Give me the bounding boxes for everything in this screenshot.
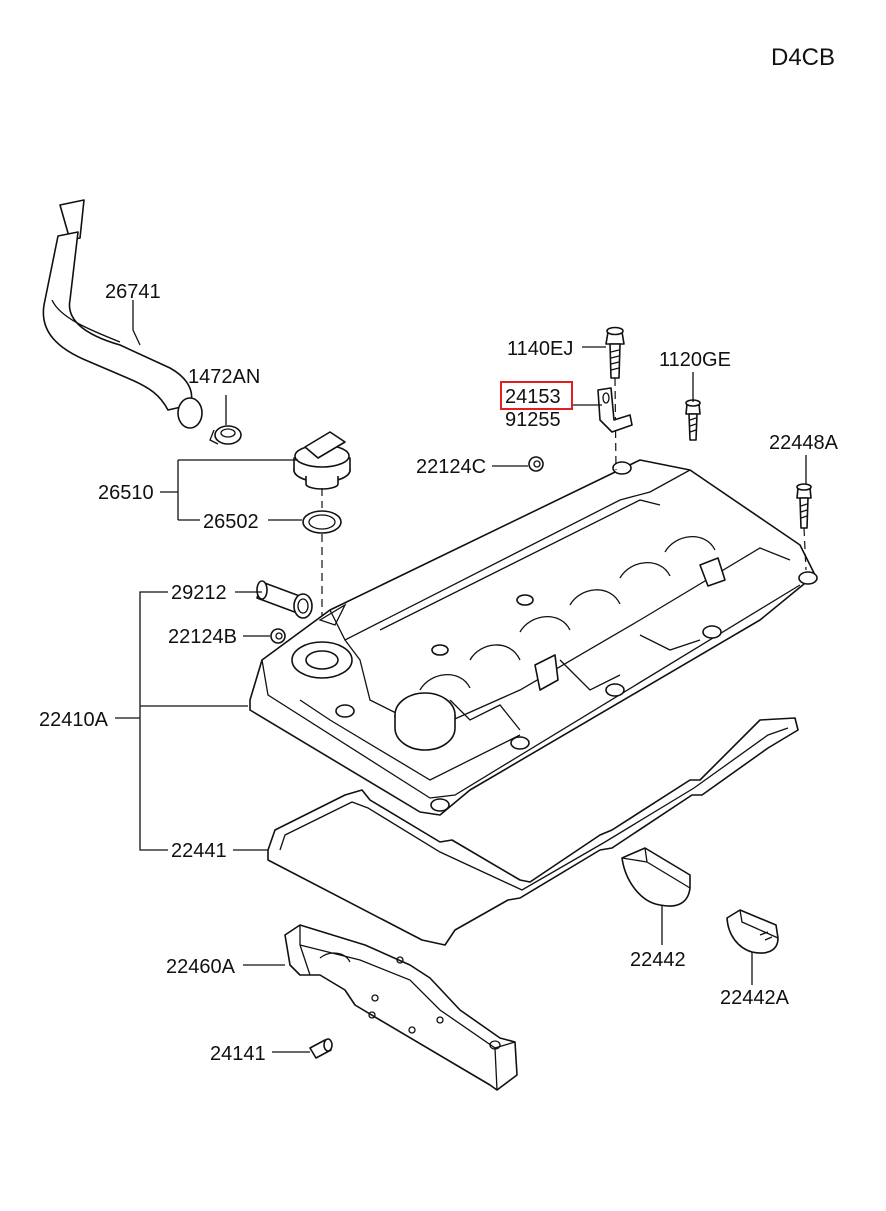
leader-26510: [160, 459, 298, 521]
cover-gasket: [267, 717, 799, 946]
grommet-b: [270, 628, 286, 644]
bolt-1140ej: [605, 326, 625, 379]
part-label-22460a[interactable]: 22460A: [166, 956, 236, 978]
engine-code: D4CB: [771, 44, 835, 71]
pcv-pipe: [256, 580, 313, 619]
part-label-1140ej[interactable]: 1140EJ: [507, 338, 573, 360]
part-label-22448a[interactable]: 22448A: [769, 432, 839, 454]
highlight-box: [500, 381, 573, 410]
grommet-c: [528, 456, 544, 472]
part-label-22441[interactable]: 22441: [171, 840, 227, 862]
part-label-24153[interactable]: 24153: [505, 386, 561, 408]
mounting-bracket: [597, 387, 633, 433]
bolt-22448a: [796, 483, 812, 529]
half-moon-plug-a: [726, 909, 779, 954]
o-ring: [302, 510, 342, 534]
leader-22410a: [115, 591, 248, 851]
oil-filler-cap: [293, 431, 351, 490]
part-label-29212[interactable]: 29212: [171, 582, 227, 604]
part-label-22442[interactable]: 22442: [630, 949, 686, 971]
part-label-22442a[interactable]: 22442A: [720, 987, 790, 1009]
part-label-26741[interactable]: 26741: [105, 281, 161, 303]
part-label-1472an[interactable]: 1472AN: [188, 366, 260, 388]
part-label-22124b[interactable]: 22124B: [168, 626, 237, 648]
leader-26741: [132, 300, 141, 346]
breather-hose: [42, 199, 203, 429]
part-label-22124c[interactable]: 22124C: [416, 456, 486, 478]
bolt-1120ge: [685, 399, 701, 441]
hose-clamp: [209, 425, 242, 445]
timing-cover: [284, 924, 518, 1091]
part-label-22410a[interactable]: 22410A: [39, 709, 109, 731]
part-label-91255[interactable]: 91255: [505, 409, 561, 431]
cylinder-head-cover: [249, 459, 818, 816]
dowel-pin: [309, 1038, 333, 1059]
part-label-26510[interactable]: 26510: [98, 482, 154, 504]
half-moon-plug: [621, 847, 691, 907]
part-label-24141[interactable]: 24141: [210, 1043, 266, 1065]
part-label-1120ge[interactable]: 1120GE: [659, 349, 731, 371]
part-label-26502[interactable]: 26502: [203, 511, 259, 533]
